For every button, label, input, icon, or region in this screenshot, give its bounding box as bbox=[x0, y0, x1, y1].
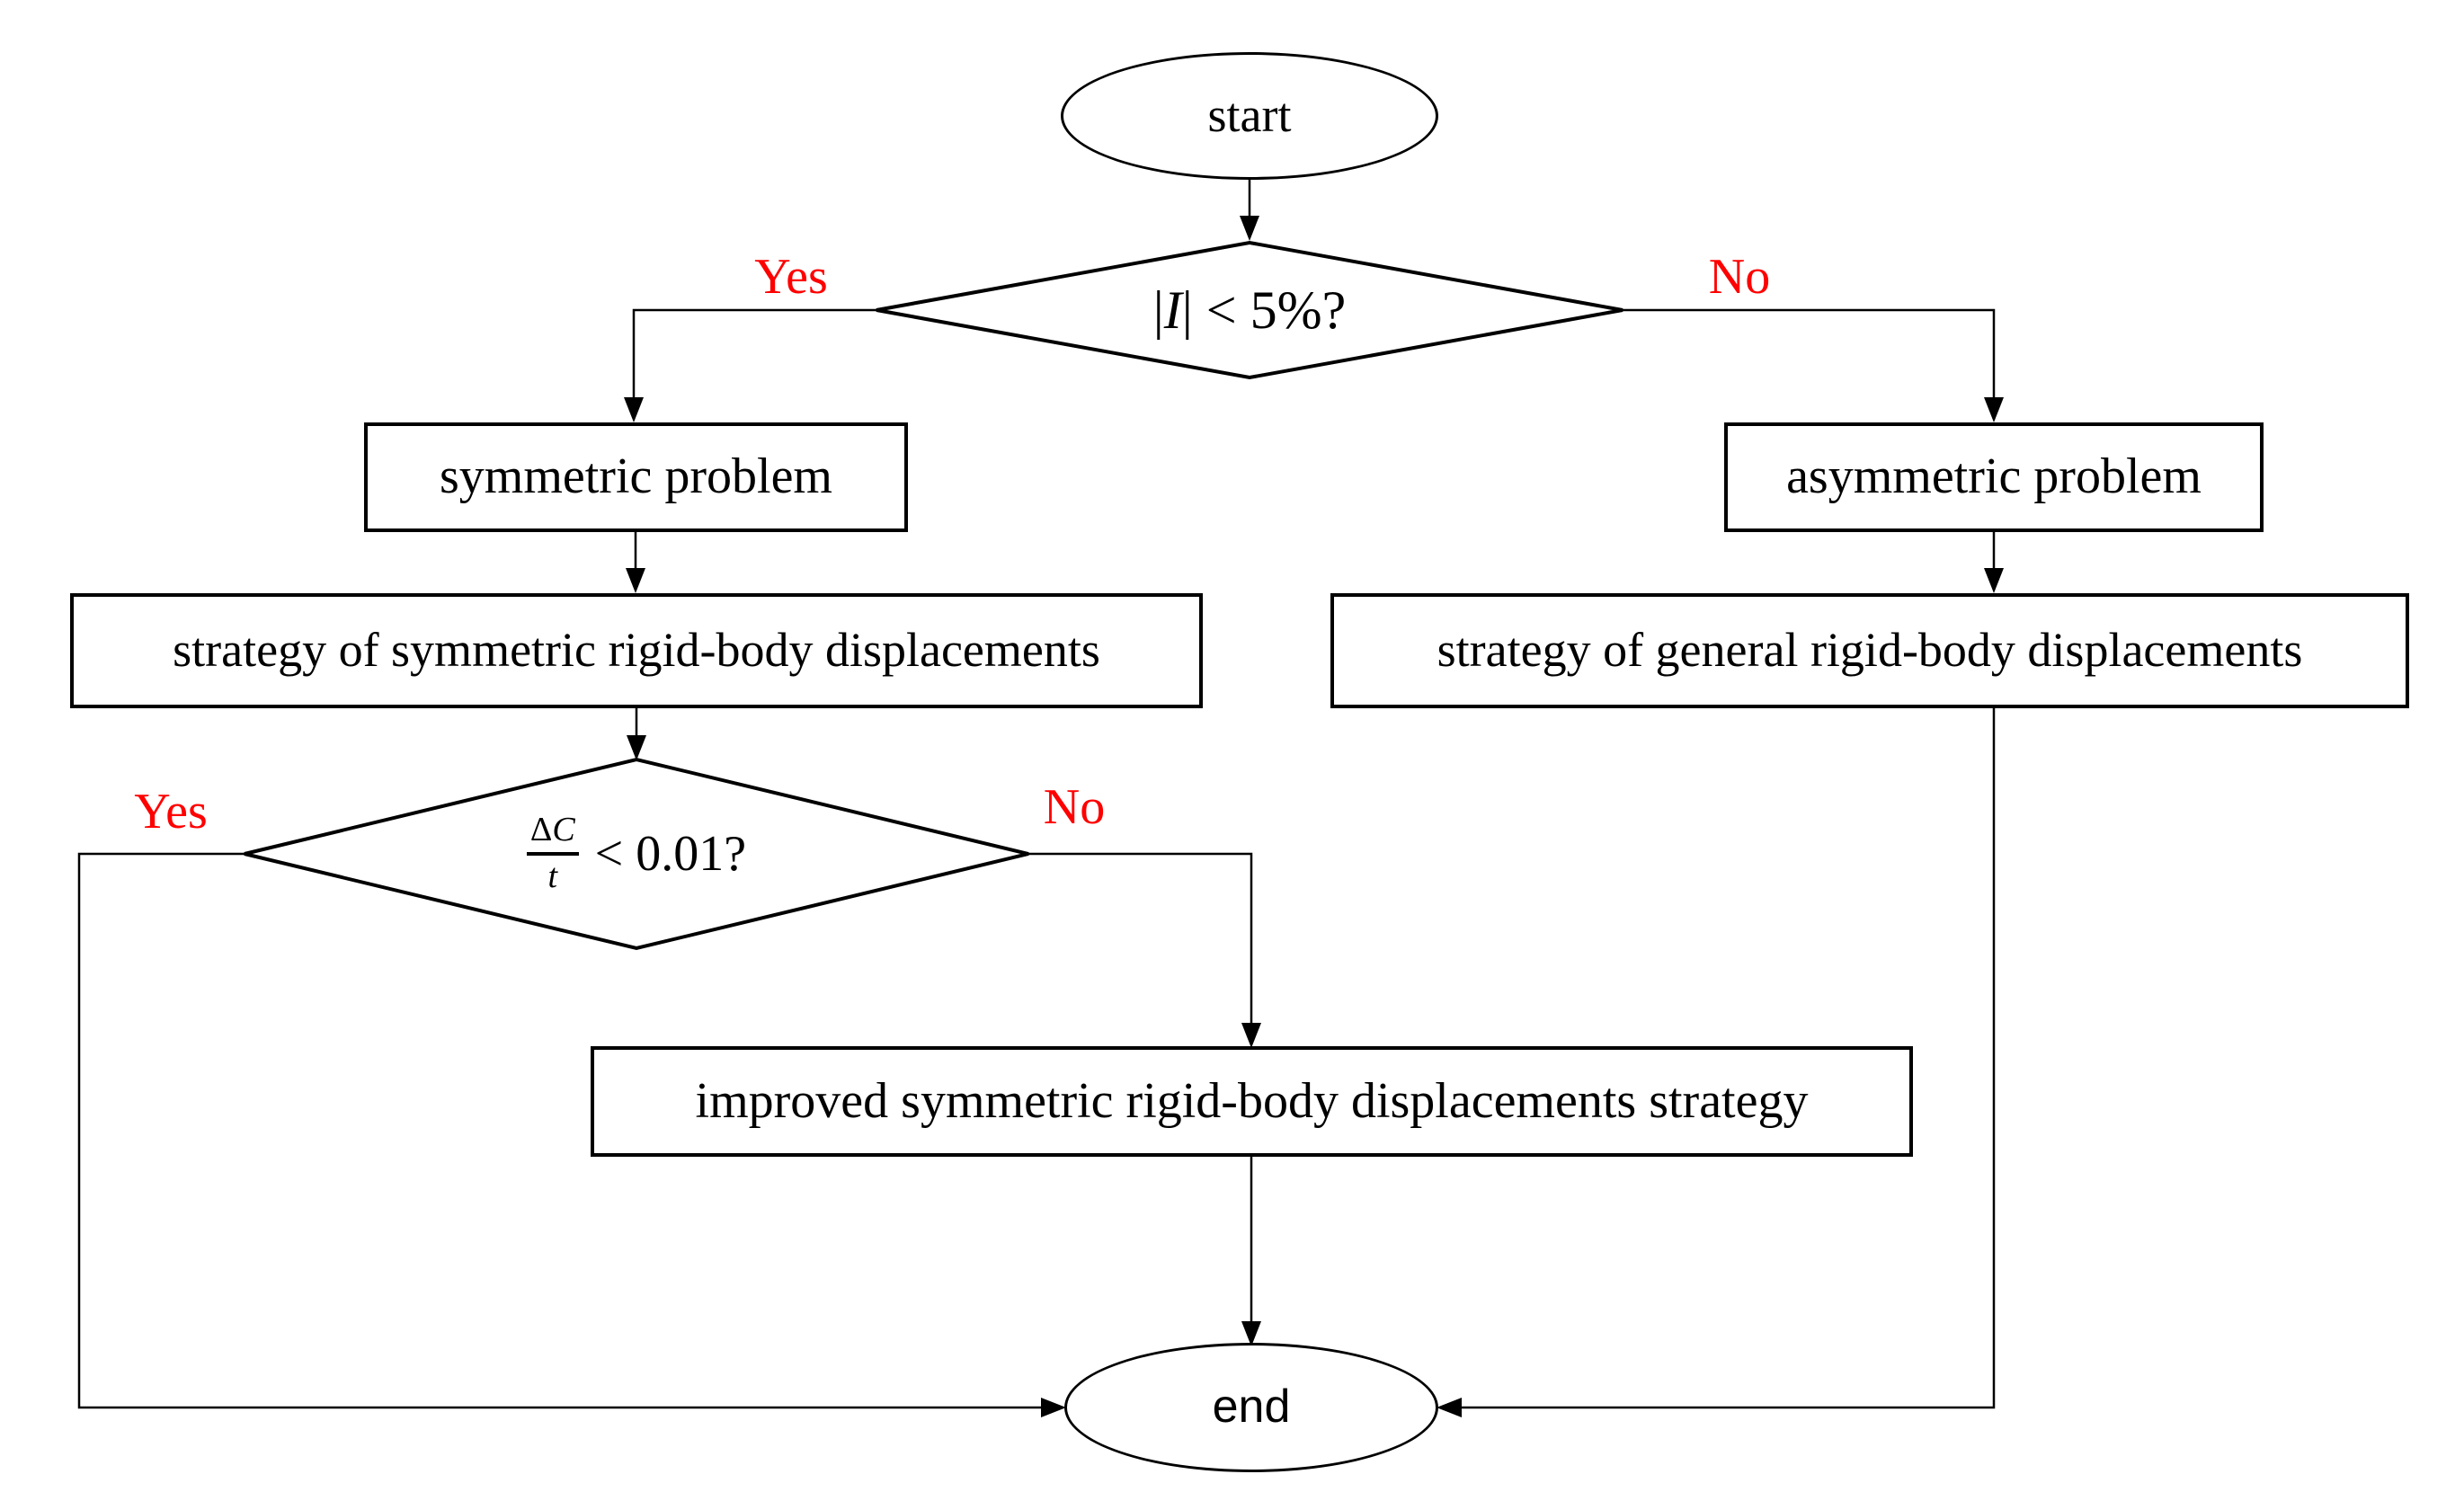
arrowhead-into-symstrategy bbox=[626, 568, 645, 593]
decision1-expression: |I| < 5%? bbox=[1153, 283, 1346, 337]
decision2-text: ΔC t < 0.01? bbox=[245, 759, 1028, 948]
end-node: end bbox=[1064, 1343, 1438, 1472]
decision2-no-label: No bbox=[1043, 779, 1106, 835]
end-label: end bbox=[1212, 1381, 1291, 1434]
decision2-diamond bbox=[244, 757, 1029, 951]
fraction-numerator: ΔC bbox=[527, 811, 579, 849]
arrowhead-into-decision2 bbox=[627, 735, 646, 760]
symmetric-strategy-box: strategy of symmetric rigid-body displac… bbox=[70, 593, 1203, 708]
abs-close-and-threshold: | < 5%? bbox=[1181, 280, 1347, 340]
arrowhead-into-asymproblem bbox=[1984, 397, 2004, 422]
edge-decision2-no-to-improved bbox=[1028, 852, 1253, 1023]
improved-strategy-box: improved symmetric rigid-body displaceme… bbox=[591, 1046, 1913, 1157]
decision1-diamond bbox=[876, 240, 1623, 380]
symmetric-strategy-label: strategy of symmetric rigid-body displac… bbox=[173, 623, 1100, 678]
start-node: start bbox=[1061, 52, 1438, 180]
edge-genstrategy-to-end bbox=[1462, 708, 1996, 1409]
asymmetric-problem-label: asymmetric problem bbox=[1786, 448, 2202, 505]
arrowhead-into-end-top bbox=[1241, 1321, 1261, 1346]
delta-symbol: Δ bbox=[529, 811, 553, 849]
decision1-text: |I| < 5%? bbox=[876, 243, 1623, 377]
variable-t: t bbox=[547, 857, 558, 895]
symmetric-problem-label: symmetric problem bbox=[439, 448, 832, 505]
abs-open: | bbox=[1152, 280, 1164, 340]
decision1-yes-label: Yes bbox=[754, 249, 828, 305]
general-strategy-box: strategy of general rigid-body displacem… bbox=[1330, 593, 2409, 708]
arrowhead-into-end-right bbox=[1437, 1398, 1462, 1417]
symmetric-problem-box: symmetric problem bbox=[364, 422, 908, 532]
variable-I: I bbox=[1163, 280, 1182, 340]
improved-strategy-label: improved symmetric rigid-body displaceme… bbox=[695, 1072, 1809, 1129]
arrowhead-into-genstrategy bbox=[1984, 568, 2004, 593]
variable-C: C bbox=[552, 811, 575, 849]
general-strategy-label: strategy of general rigid-body displacem… bbox=[1437, 623, 2303, 678]
edge-decision1-no bbox=[1623, 308, 1996, 399]
decision2-comparison: < 0.01? bbox=[594, 826, 747, 882]
arrowhead-into-decision1 bbox=[1240, 216, 1259, 241]
fraction: ΔC t bbox=[526, 811, 579, 895]
edge-decision1-yes bbox=[632, 308, 876, 399]
arrowhead-into-improved bbox=[1241, 1023, 1261, 1048]
edge-decision2-yes-to-end bbox=[77, 852, 1041, 1409]
arrowhead-into-end-left bbox=[1041, 1398, 1066, 1417]
arrowhead-into-symproblem bbox=[624, 397, 644, 422]
asymmetric-problem-box: asymmetric problem bbox=[1724, 422, 2264, 532]
decision2-yes-label: Yes bbox=[134, 784, 208, 839]
decision1-no-label: No bbox=[1708, 249, 1771, 305]
start-label: start bbox=[1207, 88, 1292, 143]
fraction-bar bbox=[526, 852, 579, 856]
